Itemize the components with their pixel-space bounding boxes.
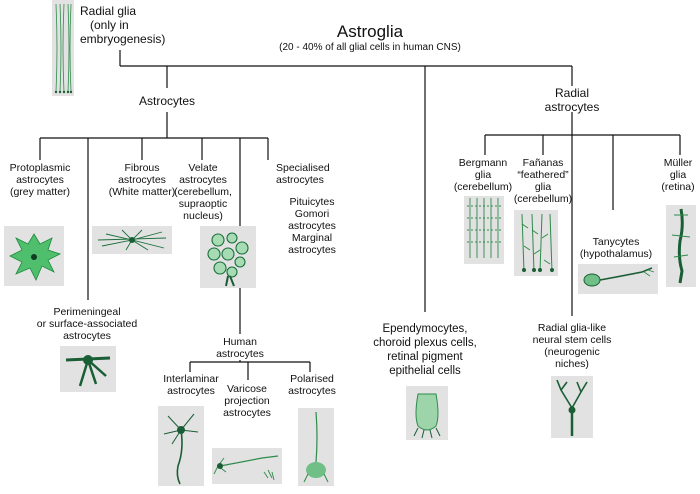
node-protoplasmic: Protoplasmic astrocytes (grey matter) (9, 162, 71, 198)
ependymocytes-image (406, 386, 448, 440)
muller-image (666, 205, 696, 287)
radial-glia-like-illustration (556, 379, 588, 436)
interlaminar-image (158, 406, 204, 486)
node-velate: Velate astrocytes (cerebellum, supraopti… (174, 162, 232, 222)
fibrous-illustration (97, 229, 167, 251)
radial-glia-like-image (551, 376, 593, 438)
ependymocytes-illustration (413, 393, 441, 439)
node-radial-glia-like: Radial glia-like neural stem cells (neur… (532, 322, 612, 370)
velate-image (200, 226, 256, 288)
fananas-illustration (521, 213, 554, 273)
node-perimeningeal: Perimeningeal or surface-associated astr… (36, 306, 138, 342)
fananas-image (514, 210, 558, 276)
varicose-illustration (213, 455, 279, 481)
diagram-subtitle: (20 - 40% of all glial cells in human CN… (279, 42, 461, 53)
muller-illustration (671, 208, 691, 284)
perimeningeal-illustration (65, 355, 111, 387)
protoplasmic-illustration (9, 233, 62, 281)
bergmann-image (464, 196, 504, 264)
node-specialised: Specialised astrocytes (276, 162, 330, 186)
interlaminar-illustration (163, 413, 199, 485)
node-tanycytes: Tanycytes (hypothalamus) (579, 236, 653, 260)
node-muller: Müller glia (retina) (661, 157, 695, 193)
node-polarised: Polarised astrocytes (288, 373, 336, 397)
node-specialised-types: Pituicytes Gomori astrocytes Marginal as… (288, 196, 336, 256)
node-fibrous: Fibrous astrocytes (White matter) (108, 162, 176, 198)
node-ependymocytes: Ependymocytes, choroid plexus cells, ret… (373, 323, 477, 377)
velate-illustration (207, 232, 249, 287)
node-interlaminar: Interlaminar astrocytes (163, 373, 219, 397)
tanycytes-image (578, 264, 658, 294)
fibrous-image (92, 226, 172, 254)
node-radial-glia: Radial glia (only in embryogenesis) (80, 4, 166, 46)
varicose-image (212, 448, 282, 484)
node-astrocytes: Astrocytes (138, 94, 195, 108)
radial-glia-illustration (54, 3, 73, 94)
bergmann-illustration (467, 198, 501, 258)
node-bergmann: Bergmann glia (cerebellum) (453, 157, 513, 193)
radial-glia-image (52, 0, 74, 96)
node-human: Human astrocytes (216, 336, 264, 360)
polarised-image (298, 408, 334, 486)
node-varicose: Varicose projection astrocytes (223, 383, 271, 419)
node-radial-astrocytes: Radial astrocytes (544, 86, 600, 114)
protoplasmic-image (4, 226, 64, 286)
diagram-title: Astroglia (336, 22, 404, 41)
tanycytes-illustration (583, 267, 655, 287)
polarised-illustration (303, 411, 329, 483)
perimeningeal-image (60, 346, 116, 392)
node-fananas: Fañanas “feathered” glia (cerebellum) (513, 157, 573, 205)
